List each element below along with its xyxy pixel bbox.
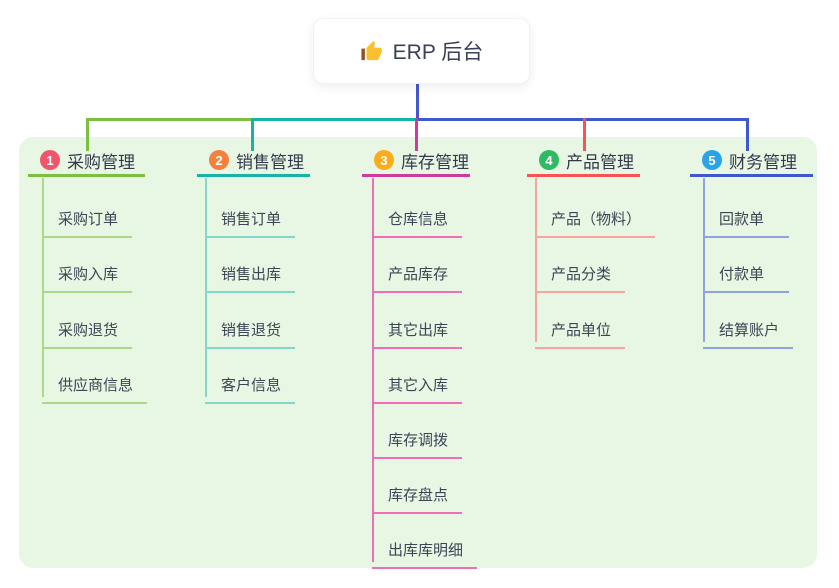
branch-node-label: 库存管理: [401, 152, 469, 172]
child-node-label: 结算账户: [719, 322, 780, 339]
branch-1-number-badge: 1: [40, 150, 60, 170]
child-node[interactable]: 产品库存: [372, 252, 463, 293]
connector-drop-branch-4: [583, 118, 586, 151]
child-node-label: 产品库存: [388, 266, 449, 283]
child-node[interactable]: 其它出库: [372, 308, 463, 349]
connector-trunk-segment-5: [416, 118, 749, 121]
child-node[interactable]: 采购退货: [42, 308, 133, 349]
child-node-label: 仓库信息: [388, 211, 449, 228]
child-node-label: 其它出库: [388, 322, 449, 339]
child-node-label: 销售退货: [221, 322, 282, 339]
child-node[interactable]: 销售退货: [205, 308, 296, 349]
child-node[interactable]: 结算账户: [703, 308, 794, 349]
child-node-label: 供应商信息: [58, 377, 134, 394]
child-node-label: 产品分类: [551, 266, 612, 283]
branches-panel-background: [19, 137, 817, 568]
thumbs-up-icon: [360, 40, 383, 63]
connector-drop-branch-3: [415, 118, 418, 151]
child-node[interactable]: 库存调拨: [372, 418, 463, 459]
connector-root-stem: [416, 81, 419, 121]
branch-node-label: 产品管理: [566, 152, 634, 172]
branch-2-number-badge: 2: [209, 150, 229, 170]
child-node[interactable]: 产品（物料）: [535, 197, 656, 238]
child-node[interactable]: 销售订单: [205, 197, 296, 238]
connector-drop-branch-5: [746, 118, 749, 151]
branch-node-4[interactable]: 4 产品管理: [527, 146, 640, 177]
child-node[interactable]: 采购入库: [42, 252, 133, 293]
child-node[interactable]: 销售出库: [205, 252, 296, 293]
child-node[interactable]: 出库库明细: [372, 528, 478, 569]
child-node[interactable]: 产品单位: [535, 308, 626, 349]
child-node[interactable]: 产品分类: [535, 252, 626, 293]
child-node-label: 产品（物料）: [551, 211, 642, 228]
branch-node-label: 采购管理: [67, 152, 135, 172]
child-node[interactable]: 供应商信息: [42, 363, 148, 404]
child-node[interactable]: 付款单: [703, 252, 789, 293]
child-node-label: 销售订单: [221, 211, 282, 228]
child-node[interactable]: 其它入库: [372, 363, 463, 404]
child-node-label: 销售出库: [221, 266, 282, 283]
child-node[interactable]: 仓库信息: [372, 197, 463, 238]
connector-children-branch-5: [703, 178, 705, 342]
branch-node-5[interactable]: 5 财务管理: [690, 146, 813, 177]
connector-children-branch-1: [42, 178, 44, 397]
child-node-label: 出库库明细: [388, 542, 464, 559]
branch-5-number-badge: 5: [702, 150, 722, 170]
branch-node-label: 财务管理: [729, 152, 797, 172]
child-node[interactable]: 回款单: [703, 197, 789, 238]
root-node[interactable]: ERP 后台: [313, 18, 530, 84]
connector-trunk-segment-2: [251, 118, 418, 121]
root-node-label: ERP 后台: [392, 41, 484, 64]
child-node-label: 采购入库: [58, 266, 119, 283]
child-node-label: 采购订单: [58, 211, 119, 228]
branch-4-number-badge: 4: [539, 150, 559, 170]
child-node-label: 产品单位: [551, 322, 612, 339]
connector-children-branch-3: [372, 178, 374, 562]
child-node-label: 回款单: [719, 211, 765, 228]
branch-node-3[interactable]: 3 库存管理: [362, 146, 470, 177]
child-node[interactable]: 客户信息: [205, 363, 296, 404]
child-node-label: 客户信息: [221, 377, 282, 394]
child-node-label: 其它入库: [388, 377, 449, 394]
child-node-label: 付款单: [719, 266, 765, 283]
connector-drop-branch-1: [86, 118, 89, 151]
connector-children-branch-2: [205, 178, 207, 397]
child-node-label: 库存盘点: [388, 487, 449, 504]
branch-node-2[interactable]: 2 销售管理: [197, 146, 310, 177]
child-node[interactable]: 库存盘点: [372, 473, 463, 514]
connector-children-branch-4: [535, 178, 537, 342]
connector-trunk-segment-1: [86, 118, 254, 121]
child-node[interactable]: 采购订单: [42, 197, 133, 238]
child-node-label: 采购退货: [58, 322, 119, 339]
connector-drop-branch-2: [251, 118, 254, 151]
branch-node-1[interactable]: 1 采购管理: [28, 146, 145, 177]
branch-node-label: 销售管理: [236, 152, 304, 172]
branch-3-number-badge: 3: [374, 150, 394, 170]
child-node-label: 库存调拨: [388, 432, 449, 449]
